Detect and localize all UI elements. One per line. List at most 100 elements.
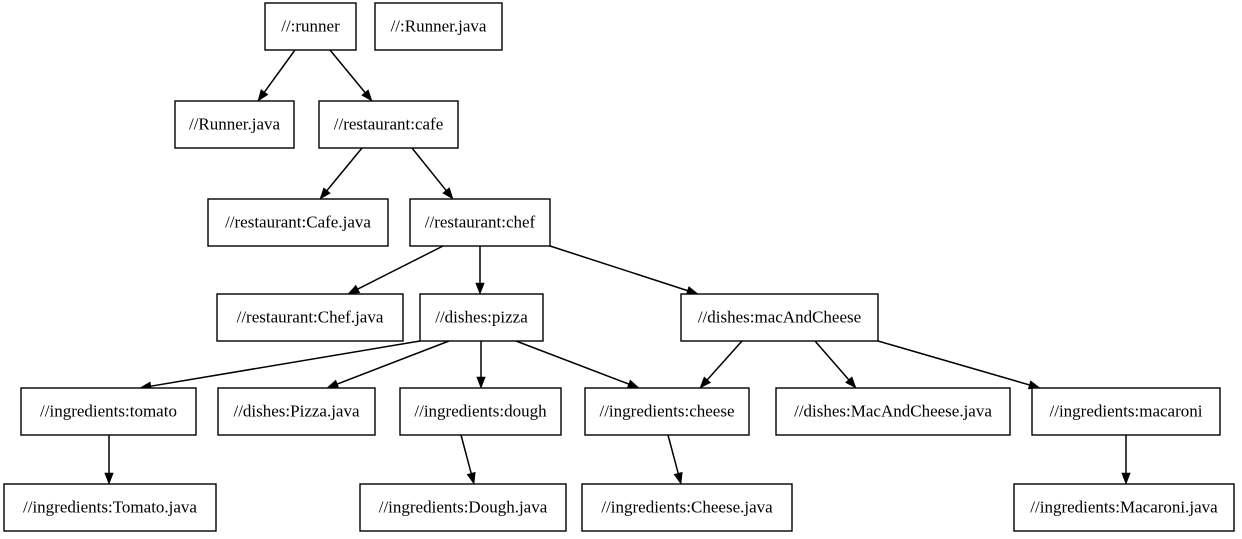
node-box[interactable] <box>680 293 879 342</box>
edge-restaurant_chef-to-dishes_macandcheese <box>549 245 699 295</box>
node-box[interactable] <box>174 100 295 149</box>
graph-node-dishes_mac_java[interactable]: //dishes:MacAndCheese.java <box>775 387 1011 436</box>
edge-dishes_macandcheese-to-ing_macaroni <box>877 340 1041 390</box>
graph-node-restaurant_chef_java[interactable]: //restaurant:Chef.java <box>216 293 404 342</box>
arrowhead-icon <box>475 282 485 295</box>
graph-node-dishes_pizza_java[interactable]: //dishes:Pizza.java <box>217 387 376 436</box>
node-box[interactable] <box>374 2 503 51</box>
edge-runner-to-restaurant_cafe <box>329 49 373 102</box>
arrowhead-icon <box>476 376 486 389</box>
arrowhead-icon <box>347 284 361 295</box>
node-box[interactable] <box>318 100 459 149</box>
node-box[interactable] <box>399 387 562 436</box>
arrowhead-icon <box>626 379 640 389</box>
node-box[interactable] <box>216 293 404 342</box>
arrowhead-icon <box>361 89 373 102</box>
edge-ing_tomato-to-ing_tomato_java <box>104 435 114 485</box>
edge-dishes_pizza-to-ing_cheese <box>515 340 640 389</box>
edge-line <box>667 434 679 474</box>
graph-node-runner_java_root[interactable]: //:Runner.java <box>374 2 503 51</box>
node-box[interactable] <box>581 483 793 532</box>
edge-dishes_pizza-to-dishes_pizza_java <box>326 340 450 389</box>
arrowhead-icon <box>466 471 476 485</box>
node-label: //ingredients:Macaroni.java <box>1030 497 1218 516</box>
edge-line <box>877 340 1030 386</box>
node-label: //ingredients:Cheese.java <box>601 497 773 516</box>
edge-line <box>814 340 850 381</box>
node-label: //ingredients:dough <box>414 401 547 420</box>
arrowhead-icon <box>1121 472 1131 485</box>
edge-runner-to-runner_java <box>257 49 296 102</box>
edge-restaurant_cafe-to-restaurant_chef <box>411 147 454 200</box>
edge-dishes_pizza-to-ing_tomato <box>139 340 421 391</box>
graph-node-ing_cheese[interactable]: //ingredients:cheese <box>584 387 750 436</box>
node-box[interactable] <box>264 2 357 51</box>
node-box[interactable] <box>409 198 551 247</box>
edge-ing_dough-to-ing_dough_java <box>460 434 476 485</box>
arrowhead-icon <box>845 376 857 389</box>
arrowhead-icon <box>442 187 454 200</box>
node-label: //Runner.java <box>189 114 281 133</box>
graph-node-restaurant_cafe[interactable]: //restaurant:cafe <box>318 100 459 149</box>
graph-node-ing_cheese_java[interactable]: //ingredients:Cheese.java <box>581 483 793 532</box>
graph-node-dishes_macandcheese[interactable]: //dishes:macAndCheese <box>680 293 879 342</box>
edge-line <box>549 245 688 292</box>
graph-node-ing_dough_java[interactable]: //ingredients:Dough.java <box>359 483 567 532</box>
graph-node-restaurant_cafe_java[interactable]: //restaurant:Cafe.java <box>207 198 389 247</box>
edge-line <box>326 147 363 191</box>
edge-ing_macaroni-to-ing_macaroni_java <box>1121 435 1131 485</box>
edge-line <box>460 434 472 474</box>
edge-line <box>336 340 450 385</box>
node-label: //dishes:MacAndCheese.java <box>794 401 992 420</box>
edge-line <box>706 340 743 381</box>
graph-node-ing_dough[interactable]: //ingredients:dough <box>399 387 562 436</box>
node-label: //:Runner.java <box>391 16 487 35</box>
node-box[interactable] <box>359 483 567 532</box>
edge-line <box>329 49 366 93</box>
graph-node-runner_java[interactable]: //Runner.java <box>174 100 295 149</box>
node-box[interactable] <box>419 293 544 342</box>
node-label: //dishes:macAndCheese <box>698 307 861 326</box>
arrowhead-icon <box>104 472 114 485</box>
graph-node-runner[interactable]: //:runner <box>264 2 357 51</box>
node-label: //ingredients:Dough.java <box>379 497 548 516</box>
graph-node-dishes_pizza[interactable]: //dishes:pizza <box>419 293 544 342</box>
node-label: //ingredients:Tomato.java <box>23 497 197 516</box>
edge-line <box>357 245 444 290</box>
node-box[interactable] <box>207 198 389 247</box>
graph-node-ing_macaroni_java[interactable]: //ingredients:Macaroni.java <box>1013 483 1235 532</box>
node-label: //dishes:pizza <box>435 307 528 326</box>
node-box[interactable] <box>20 387 197 436</box>
graph-node-restaurant_chef[interactable]: //restaurant:chef <box>409 198 551 247</box>
node-box[interactable] <box>1013 483 1235 532</box>
node-label: //ingredients:tomato <box>40 401 177 420</box>
edge-ing_cheese-to-ing_cheese_java <box>667 434 683 485</box>
edge-line <box>411 147 447 191</box>
edge-dishes_macandcheese-to-dishes_mac_java <box>814 340 857 389</box>
node-box[interactable] <box>584 387 750 436</box>
edge-line <box>263 49 296 93</box>
graph-node-ing_tomato_java[interactable]: //ingredients:Tomato.java <box>3 483 217 532</box>
node-box[interactable] <box>3 483 217 532</box>
arrowhead-icon <box>257 89 269 102</box>
node-box[interactable] <box>775 387 1011 436</box>
arrowhead-icon <box>319 187 331 200</box>
nodes-layer: //:runner //:Runner.java //Runner.java //re… <box>3 2 1235 532</box>
edge-dishes_pizza-to-ing_dough <box>476 341 486 389</box>
arrowhead-icon <box>673 471 683 485</box>
edge-line <box>515 340 629 385</box>
node-box[interactable] <box>1031 387 1221 436</box>
graph-node-ing_tomato[interactable]: //ingredients:tomato <box>20 387 197 436</box>
edge-restaurant_cafe-to-restaurant_cafe_java <box>319 147 363 200</box>
graph-node-ing_macaroni[interactable]: //ingredients:macaroni <box>1031 387 1221 436</box>
arrowhead-icon <box>699 376 711 389</box>
node-box[interactable] <box>217 387 376 436</box>
node-label: //ingredients:macaroni <box>1050 401 1203 420</box>
node-label: //restaurant:Chef.java <box>237 307 384 326</box>
edge-line <box>150 340 421 387</box>
node-label: //restaurant:Cafe.java <box>225 212 371 231</box>
node-label: //ingredients:cheese <box>599 401 734 420</box>
node-label: //dishes:Pizza.java <box>233 401 360 420</box>
